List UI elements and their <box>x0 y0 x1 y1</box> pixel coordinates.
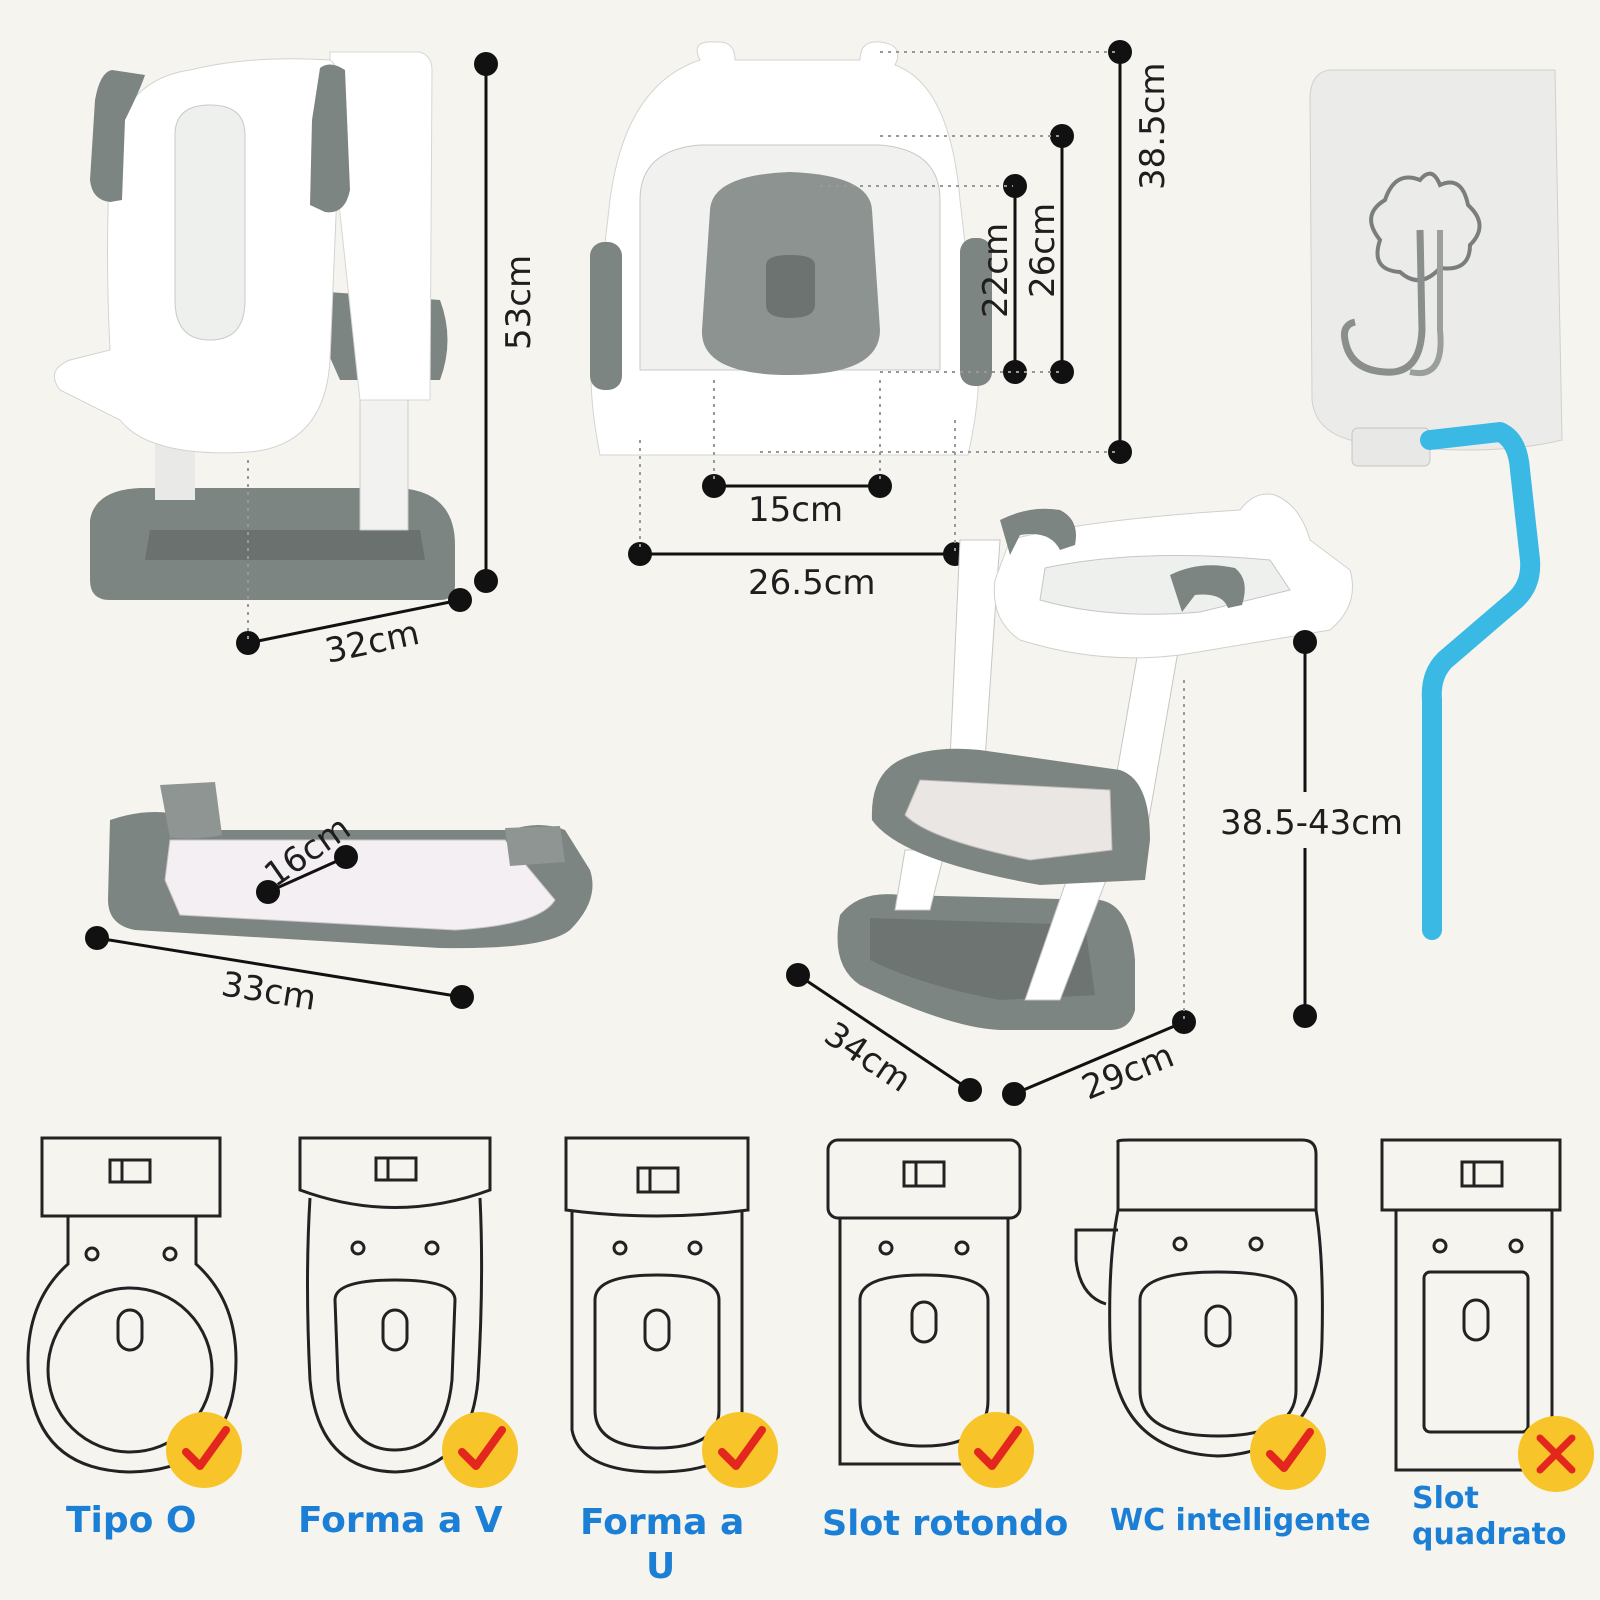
caption-wc-intelligente: WC intelligente <box>1110 1503 1371 1538</box>
check-icon <box>1250 1414 1326 1490</box>
toilet-slot-rotondo <box>826 1138 1022 1466</box>
check-icon <box>958 1412 1034 1488</box>
dim-top-height: 38.5cm <box>1133 62 1173 190</box>
cross-icon <box>1518 1416 1594 1492</box>
caption-forma-v: Forma a V <box>298 1500 503 1541</box>
dim-side-height: 53cm <box>499 255 539 350</box>
dim-ladder-depth: 34cm <box>817 1014 918 1100</box>
check-icon <box>442 1412 518 1488</box>
toilet-forma-v <box>298 1136 492 1474</box>
brush-icon <box>1351 422 1541 940</box>
caption-slot-quadrato: Slot quadrato <box>1412 1481 1567 1552</box>
dim-top-inner: 22cm <box>976 223 1016 318</box>
caption-tipo-o: Tipo O <box>66 1500 197 1541</box>
toilet-compatibility: Tipo O Forma a V Forma a U Slot rotondo … <box>26 1136 1594 1587</box>
ladder-seat <box>837 493 1353 1030</box>
caption-forma-u: Forma a U <box>580 1502 757 1587</box>
side-view-seat <box>53 51 455 600</box>
toilet-slot-quadrato <box>1380 1138 1562 1472</box>
dim-top-outer: 26cm <box>1023 203 1063 298</box>
dim-top-width: 26.5cm <box>748 563 876 603</box>
toilet-wc-intelligente <box>1074 1138 1324 1458</box>
toilet-tipo-o <box>26 1136 238 1474</box>
hook-icon <box>1309 69 1563 451</box>
dim-side-base: 32cm <box>322 613 423 672</box>
step-base <box>108 782 593 949</box>
caption-slot-rotondo: Slot rotondo <box>822 1504 1068 1544</box>
dim-ladder-height: 38.5-43cm <box>1220 803 1403 843</box>
top-view-seat <box>590 41 992 456</box>
check-icon <box>702 1412 778 1488</box>
check-icon <box>166 1412 242 1488</box>
dim-top-hole-width: 15cm <box>748 490 843 530</box>
